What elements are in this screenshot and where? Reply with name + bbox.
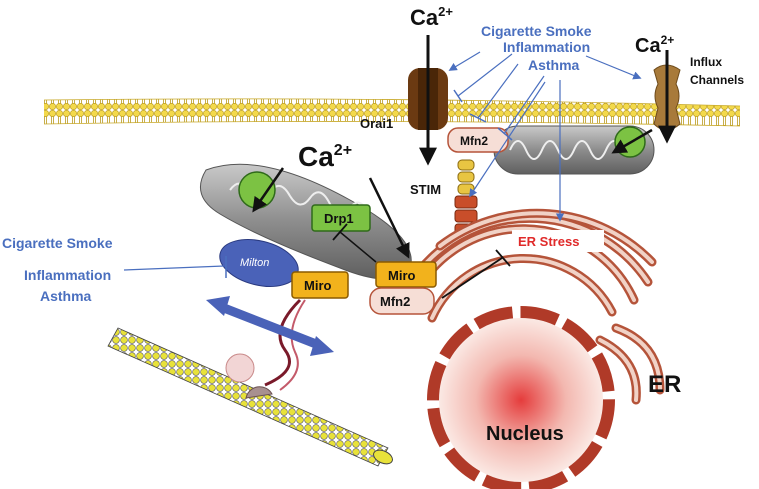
mfn2-top-label-box [447,127,509,153]
stim-protein-icon [454,159,478,237]
stimulus-left-3: Asthma [40,288,92,304]
endoplasmic-reticulum [409,208,665,405]
er-stress-label: ER Stress [518,234,579,249]
stimulus-top-3: Asthma [528,57,580,73]
motor-protein-icon [225,298,306,399]
miro-left-label: Miro [304,278,332,293]
er-label: ER [648,371,681,398]
transport-arrow-icon [206,296,334,356]
mfn2-bottom-label: Mfn2 [380,294,410,309]
calcium-arrow [368,177,410,259]
drp1-inhibition-line [339,231,377,263]
ca-top-label: Ca2+ [410,4,453,30]
drp1-label: Drp1 [324,211,354,226]
influx-label: Influx [690,55,722,69]
miro-left-box [291,271,349,299]
nucleus-label: Nucleus [486,423,564,445]
ca-middle-label: Ca2+ [298,141,352,172]
stimulus-top-1: Cigarette Smoke [481,23,592,39]
miro-right-label: Miro [388,268,416,283]
left-inhibition-line [123,265,225,271]
calcium-ion-icon-left [238,171,276,209]
mfn2-top-label: Mfn2 [460,134,488,148]
stim-label: STIM [410,182,441,197]
stimulus-left-2: Inflammation [24,267,111,283]
milton-label: Milton [240,257,269,269]
er-stress-box [512,230,604,252]
orai1-channel-icon [408,35,448,166]
channels-label: Channels [690,73,744,87]
upper-mitochondrion [493,125,655,175]
mfn2-bottom-box [369,287,435,315]
nucleus [427,306,615,489]
mfn2-er-line [441,257,503,299]
stimulus-top-2: Inflammation [503,39,590,55]
ca-right-label: Ca2+ [635,33,674,57]
orai1-label: Orai1 [360,116,393,131]
plasma-membrane [43,98,741,127]
miro-right-box [375,261,437,288]
stimulus-effects-top [448,51,642,222]
influx-channel-icon [653,50,681,144]
stimulus-left-1: Cigarette Smoke [2,235,113,251]
